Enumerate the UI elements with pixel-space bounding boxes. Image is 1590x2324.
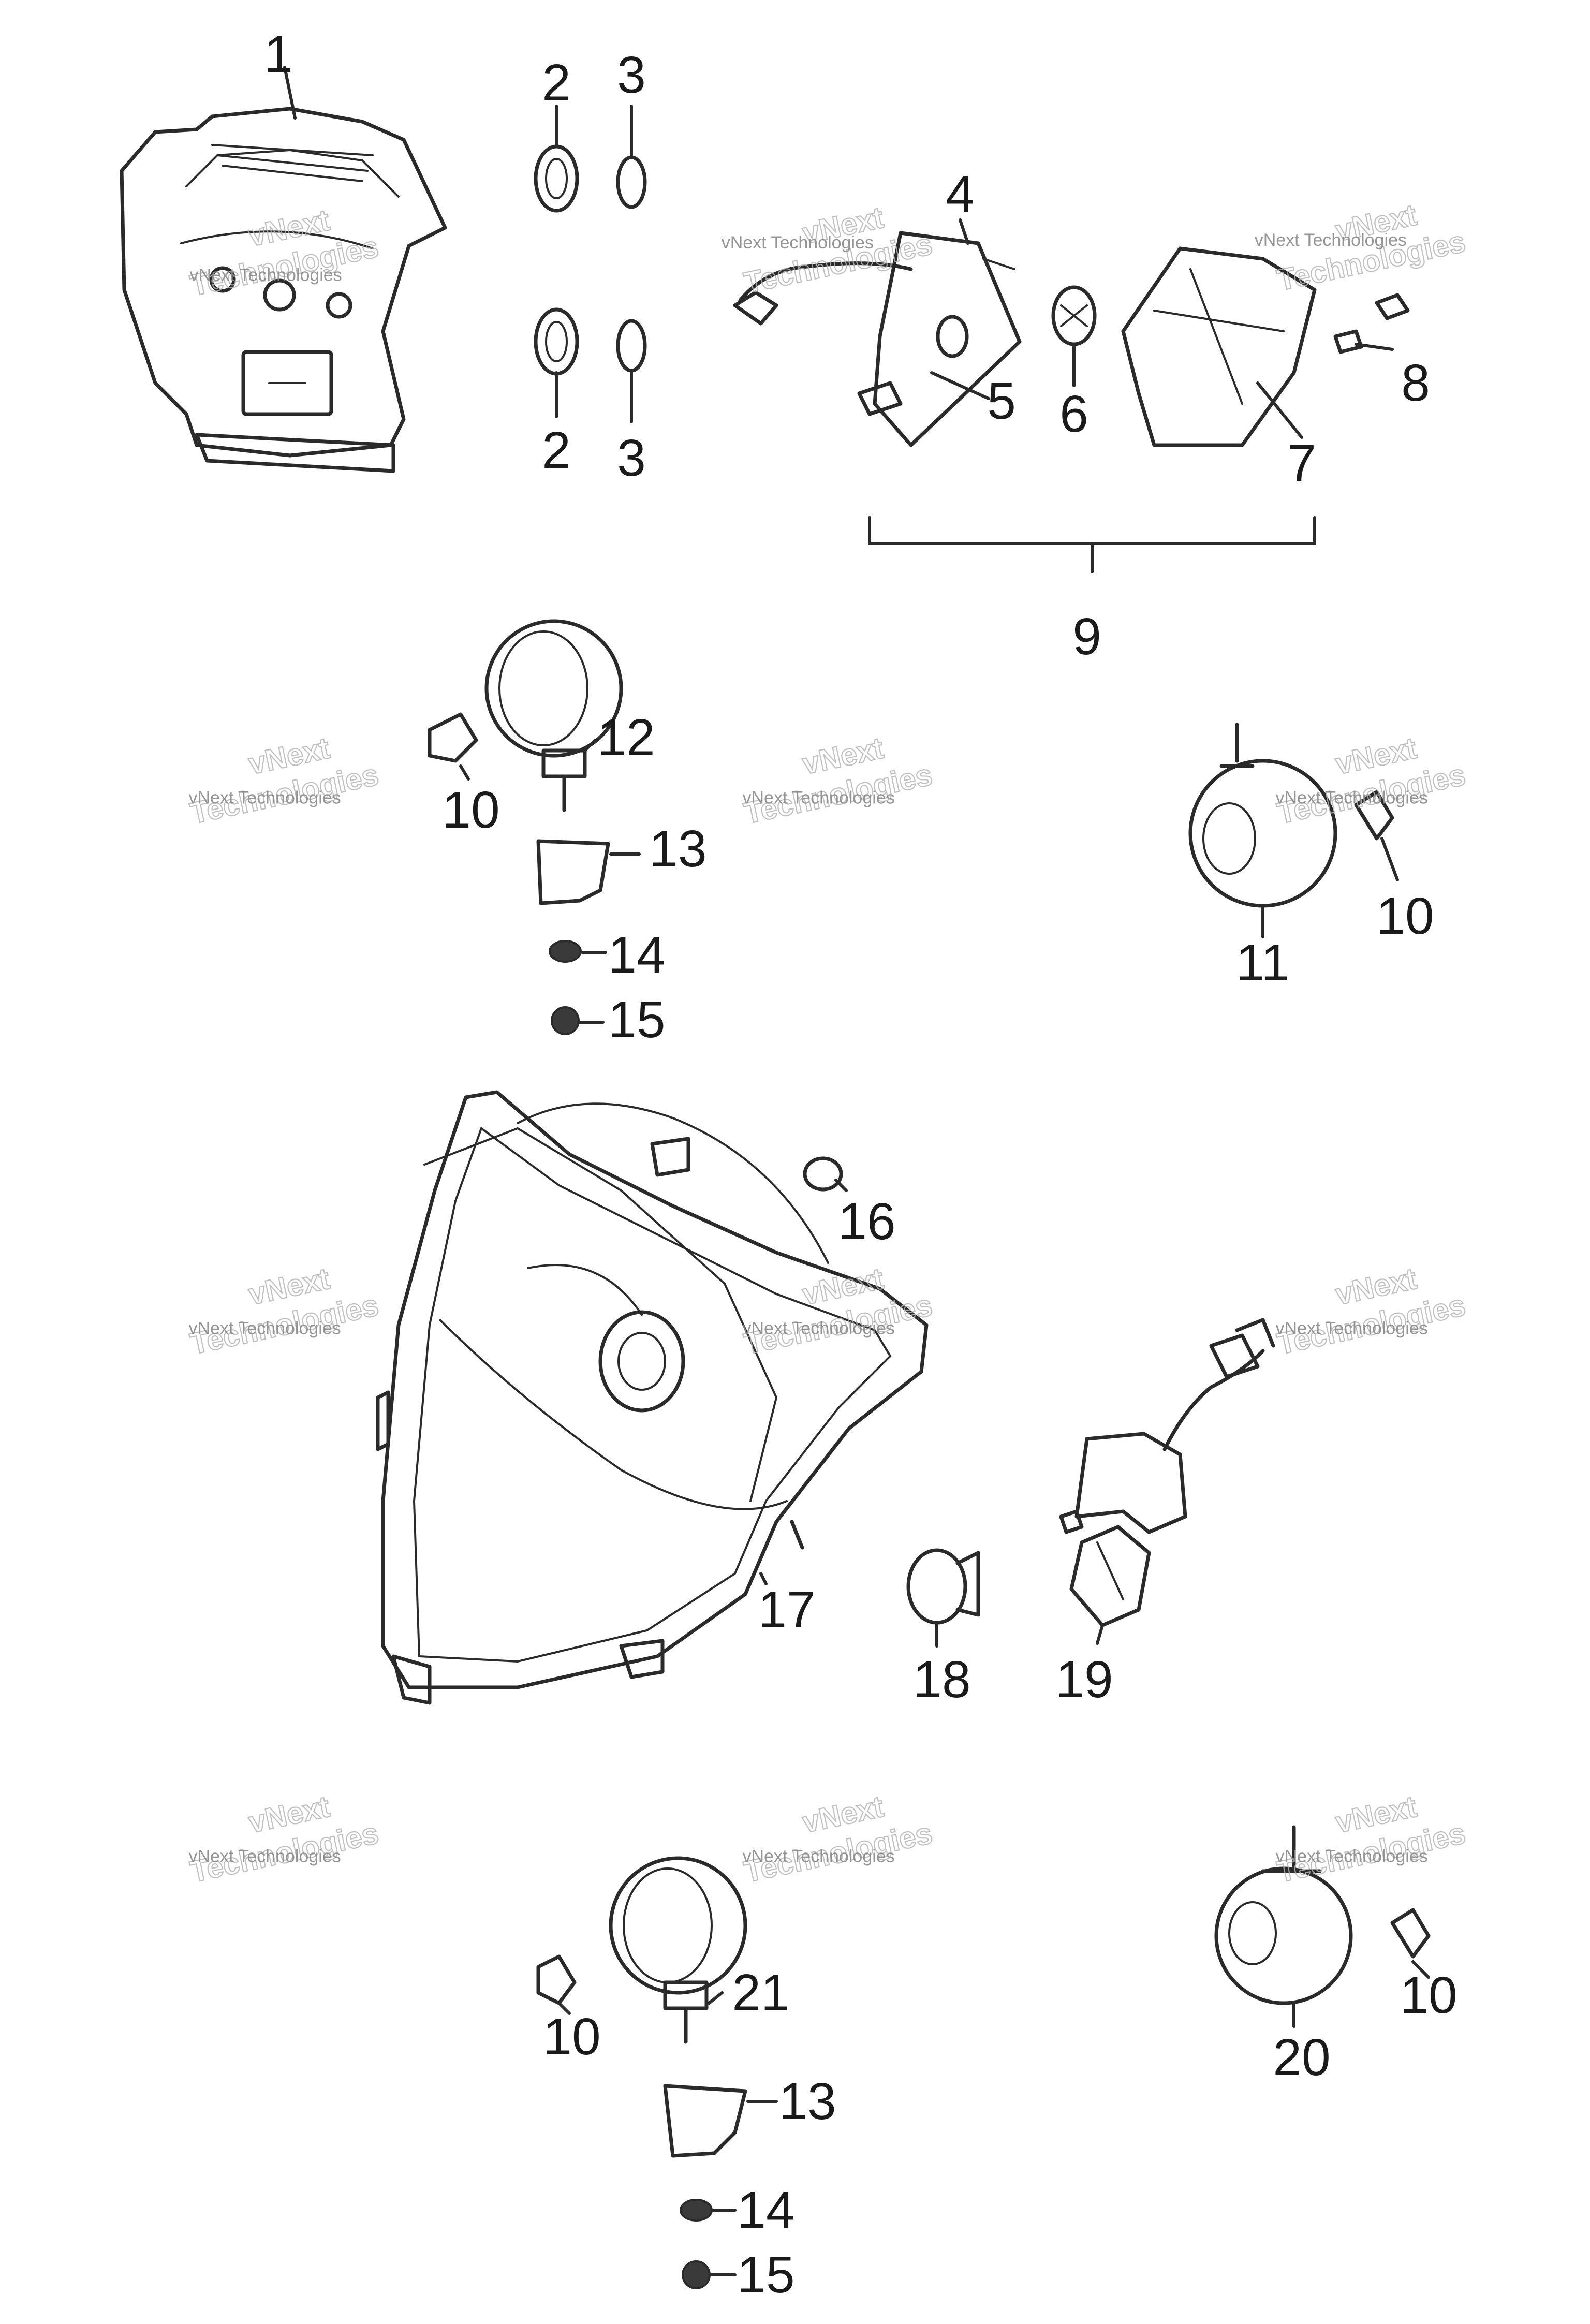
callout-4: 4 bbox=[946, 165, 975, 223]
watermark: vNext Technologies vNext Technologies bbox=[187, 730, 382, 831]
watermark: vNext Technologies vNext Technologies bbox=[1274, 1789, 1469, 1889]
washer-14-upper-part bbox=[549, 940, 582, 963]
front-cover-part bbox=[120, 107, 447, 473]
callout-11: 11 bbox=[1236, 934, 1290, 992]
svg-text:vNext Technologies: vNext Technologies bbox=[1255, 230, 1407, 250]
turn-signal-rear-right-part bbox=[1214, 1825, 1353, 2005]
callout-13-upper: 13 bbox=[649, 820, 706, 878]
svg-text:vNext Technologies: vNext Technologies bbox=[190, 265, 342, 285]
callout-7: 7 bbox=[1287, 434, 1316, 492]
nut-15-upper-part bbox=[551, 1006, 580, 1035]
callout-2-lower: 2 bbox=[542, 421, 571, 479]
rubber-cover-13-lower-part bbox=[663, 2084, 747, 2158]
callout-9: 9 bbox=[1072, 608, 1101, 666]
callout-6: 6 bbox=[1059, 385, 1088, 443]
assembly-bracket bbox=[868, 516, 1316, 573]
watermark: vNext Technologies vNext Technologies bbox=[187, 202, 382, 303]
svg-text:vNext Technologies: vNext Technologies bbox=[742, 1847, 894, 1866]
tail-bulb-part bbox=[1051, 285, 1097, 346]
callout-10-upper-right: 10 bbox=[1376, 887, 1434, 945]
washer-lower-part bbox=[616, 319, 647, 373]
watermark: vNext Technologies vNext Technologies bbox=[741, 1789, 936, 1889]
tail-lens-part bbox=[1121, 246, 1317, 447]
washer-14-lower-part bbox=[680, 2199, 713, 2222]
callout-3-upper: 3 bbox=[617, 46, 646, 104]
callout-numbers: 1 2 3 2 3 4 5 6 7 8 9 10 12 13 14 15 11 … bbox=[264, 25, 1457, 2304]
leader-lines bbox=[283, 66, 1430, 2276]
headlight-assembly-part bbox=[376, 1090, 929, 1705]
grommet-lower-part bbox=[534, 307, 579, 376]
rubber-cover-13-upper-part bbox=[536, 839, 610, 905]
callout-15-upper: 15 bbox=[608, 991, 665, 1049]
callout-20: 20 bbox=[1273, 2028, 1330, 2086]
watermark: vNext Technologies vNext Technologies bbox=[1274, 1261, 1469, 1361]
callout-3-lower: 3 bbox=[617, 429, 646, 487]
callout-18: 18 bbox=[913, 1651, 970, 1709]
callout-12: 12 bbox=[597, 709, 655, 767]
turn-signal-front-left-part bbox=[484, 619, 623, 812]
callout-19: 19 bbox=[1055, 1651, 1113, 1709]
watermark: vNext Technologies vNext Technologies bbox=[741, 730, 936, 831]
svg-text:vNext Technologies: vNext Technologies bbox=[1275, 1319, 1427, 1338]
svg-text:vNext Technologies: vNext Technologies bbox=[742, 788, 894, 808]
callout-16: 16 bbox=[838, 1193, 895, 1251]
svg-text:vNext Technologies: vNext Technologies bbox=[188, 1319, 341, 1338]
callout-17: 17 bbox=[758, 1581, 815, 1639]
nut-15-lower-part bbox=[682, 2260, 711, 2289]
callout-13-lower: 13 bbox=[778, 2072, 836, 2130]
callout-8: 8 bbox=[1401, 354, 1430, 412]
svg-text:vNext Technologies: vNext Technologies bbox=[188, 788, 341, 808]
watermark: vNext Technologies vNext Technologies bbox=[187, 1789, 382, 1889]
callout-14-lower: 14 bbox=[737, 2181, 794, 2239]
lens-screw-upper-part bbox=[1375, 293, 1410, 320]
callout-21: 21 bbox=[732, 1964, 789, 2022]
bulb-10-upper-left bbox=[428, 712, 478, 763]
watermark: vNext Technologies vNext Technologies bbox=[187, 1261, 382, 1361]
callout-10-lower-right: 10 bbox=[1400, 1966, 1457, 2024]
callout-14-upper: 14 bbox=[608, 926, 665, 984]
svg-text:vNext Technologies: vNext Technologies bbox=[188, 1847, 341, 1866]
socket-harness-19-part bbox=[1059, 1318, 1275, 1627]
svg-text:vNext Technologies: vNext Technologies bbox=[1275, 1847, 1427, 1866]
svg-text:vNext Technologies: vNext Technologies bbox=[1275, 788, 1427, 808]
turn-signal-rear-left-part bbox=[609, 1856, 747, 2044]
bulb-10-upper-right bbox=[1354, 790, 1394, 841]
grommet-upper-part bbox=[534, 144, 579, 213]
callout-10-upper-left: 10 bbox=[442, 781, 499, 839]
lens-screw-lower-part bbox=[1333, 329, 1363, 354]
svg-text:vNext Technologies: vNext Technologies bbox=[722, 233, 874, 253]
svg-text:vNext Technologies: vNext Technologies bbox=[742, 1319, 894, 1338]
tail-lamp-socket-part bbox=[733, 231, 1022, 447]
washer-upper-part bbox=[616, 155, 647, 209]
bulb-10-lower-left bbox=[536, 1954, 577, 2005]
bulb-10-lower-right bbox=[1390, 1908, 1431, 1959]
watermark: vNext Technologies vNext Technologies bbox=[1255, 197, 1469, 298]
watermark: vNext Technologies vNext Technologies bbox=[741, 1261, 936, 1361]
watermark: vNext Technologies vNext Technologies bbox=[722, 200, 936, 300]
callout-5: 5 bbox=[987, 372, 1016, 430]
cap-16-part bbox=[803, 1156, 843, 1192]
callout-1: 1 bbox=[264, 25, 293, 83]
headlight-bulb-18-part bbox=[906, 1548, 980, 1625]
callout-15-lower: 15 bbox=[737, 2246, 794, 2304]
callout-2-upper: 2 bbox=[542, 54, 571, 112]
callout-10-lower-left: 10 bbox=[543, 2008, 600, 2066]
